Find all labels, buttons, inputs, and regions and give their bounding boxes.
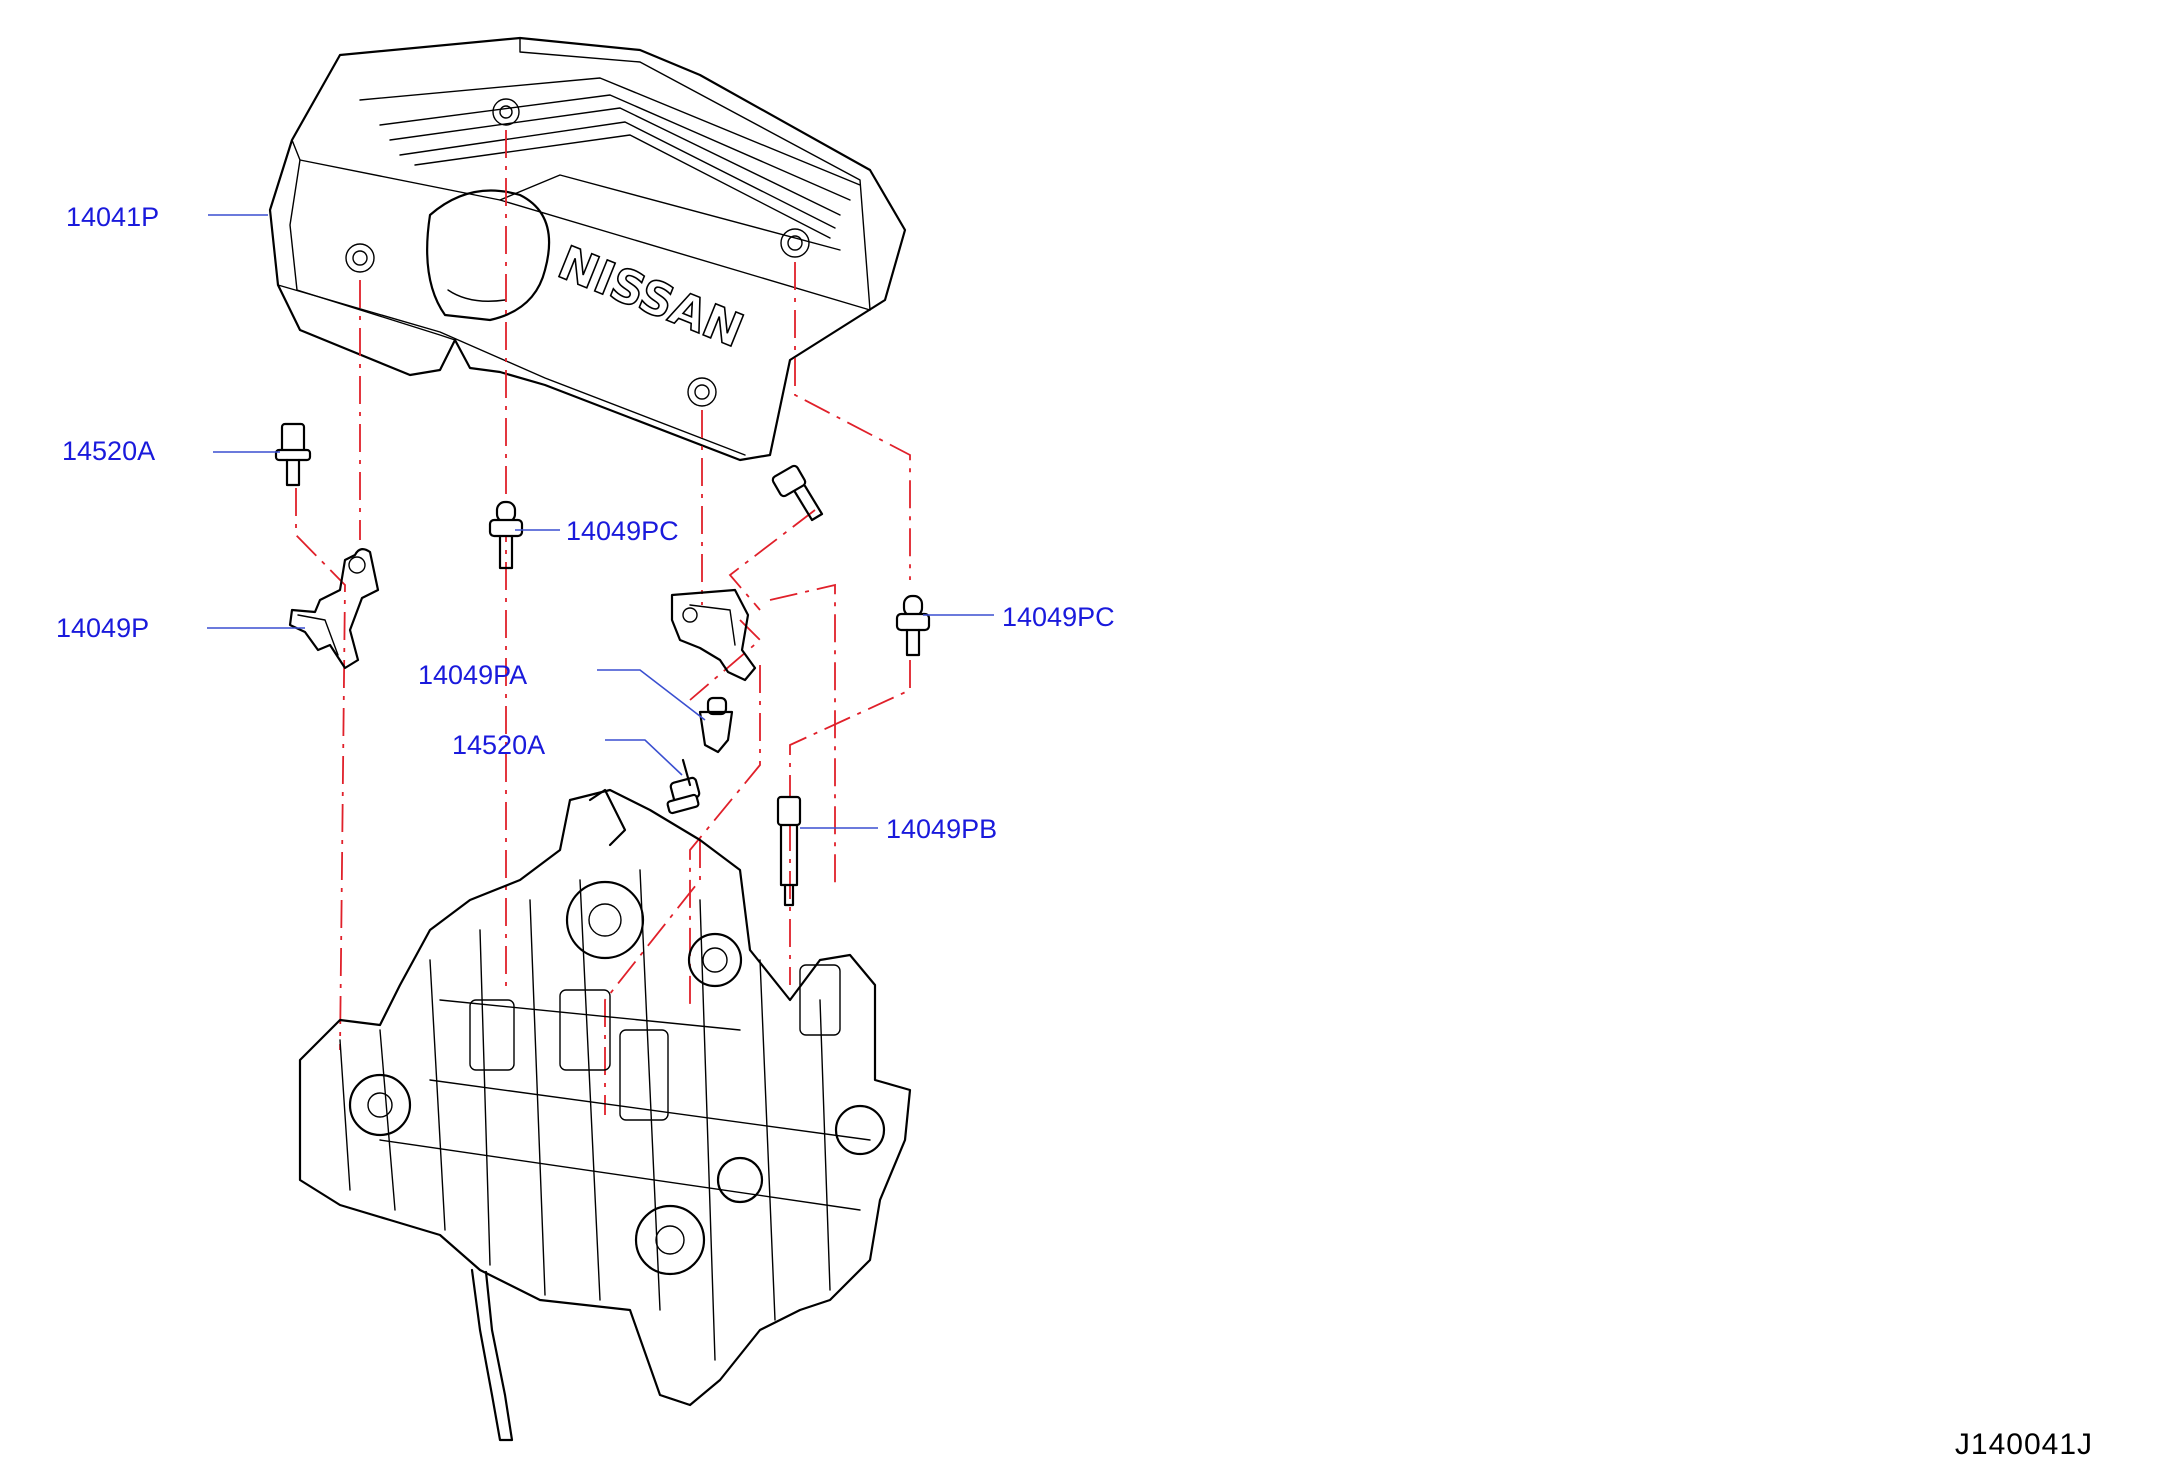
stud-14049pc-right	[895, 594, 931, 657]
callout-14520a-center: 14520A	[452, 730, 545, 760]
stud-14049pb	[776, 795, 802, 907]
callout-14049pc-center: 14049PC	[566, 516, 679, 546]
bolt-14049pa	[698, 696, 734, 754]
bracket-center	[670, 588, 757, 682]
grommet-right	[780, 228, 810, 258]
engine-assembly	[298, 788, 912, 1442]
engine-cover: NISSAN	[268, 36, 907, 462]
diagram-reference-code: J140041J	[1954, 1428, 2093, 1461]
bolt-14520a-left	[274, 422, 312, 487]
callout-14049pb: 14049PB	[886, 814, 997, 844]
bolt-top-bracket	[771, 464, 824, 522]
bolt-14520a-center	[666, 758, 701, 815]
callout-14049p: 14049P	[56, 613, 149, 643]
callout-14049pa: 14049PA	[418, 660, 527, 690]
callout-labels: 14041P 14520A 14049PC 14049P 14049PA 145…	[56, 202, 1115, 844]
callout-14041p: 14041P	[66, 202, 159, 232]
grommet-center	[492, 98, 520, 126]
nissan-emblem: NISSAN	[551, 235, 751, 358]
grommet-front-center	[687, 377, 717, 407]
stud-14049pc-center	[488, 500, 524, 570]
callout-14520a-left: 14520A	[62, 436, 155, 466]
leader-lines	[207, 214, 994, 829]
callout-14049pc-right: 14049PC	[1002, 602, 1115, 632]
assembly-centerlines	[295, 130, 911, 1115]
bracket-14049p	[288, 548, 380, 670]
grommet-front-left	[345, 243, 375, 273]
